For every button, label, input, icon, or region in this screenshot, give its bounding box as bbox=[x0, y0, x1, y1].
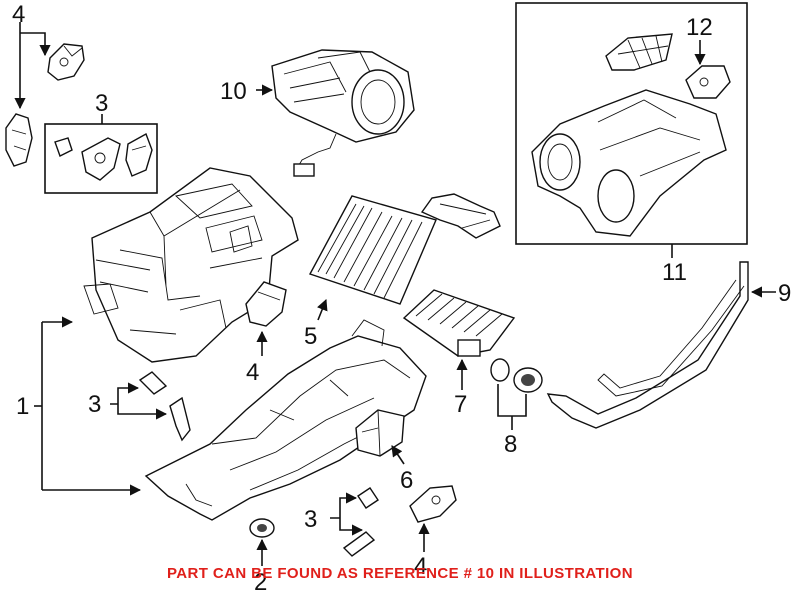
reference-note: PART CAN BE FOUND AS REFERENCE # 10 IN I… bbox=[167, 565, 633, 582]
callout-6: 6 bbox=[400, 467, 413, 494]
clip-part-left bbox=[5, 113, 33, 167]
leader-5 bbox=[317, 298, 328, 321]
seal-small bbox=[54, 137, 73, 157]
seals-part-8 bbox=[490, 358, 543, 393]
callout-10: 10 bbox=[220, 78, 247, 105]
sensor-part-12 bbox=[685, 65, 731, 99]
callout-8: 8 bbox=[504, 431, 517, 458]
callout-12: 12 bbox=[686, 14, 713, 41]
leader-3-middle-a bbox=[110, 388, 138, 405]
hvac-housing-upper bbox=[83, 167, 299, 363]
clip-part-4-bottom bbox=[409, 485, 457, 523]
callout-9: 9 bbox=[778, 280, 791, 307]
clip-part-upper bbox=[47, 43, 85, 81]
callout-4-middle: 4 bbox=[246, 359, 259, 386]
core-part-7 bbox=[402, 289, 516, 357]
callout-4-bottom: 4 bbox=[414, 553, 427, 580]
callout-1: 1 bbox=[16, 393, 29, 420]
leader-1-top bbox=[41, 322, 72, 490]
leader-6 bbox=[391, 445, 405, 465]
leader-3-bottom-a bbox=[330, 498, 356, 519]
leader-8 bbox=[497, 384, 527, 430]
blower-motor-part-10 bbox=[271, 49, 415, 177]
actuator-part-6 bbox=[355, 409, 405, 457]
leader-3-bottom-b bbox=[339, 518, 364, 536]
filter-panel bbox=[605, 33, 673, 71]
callout-4-top: 4 bbox=[12, 1, 25, 28]
callout-3-middle: 3 bbox=[88, 391, 101, 418]
seal-bracket bbox=[125, 132, 153, 177]
seal-ring-part-2 bbox=[249, 518, 275, 538]
clip-part-4-middle bbox=[245, 281, 287, 327]
part-3-box-group bbox=[44, 114, 158, 194]
evaporator-housing bbox=[531, 89, 727, 237]
callout-5: 5 bbox=[304, 323, 317, 350]
part-11-box-group bbox=[515, 2, 748, 258]
seal-key bbox=[81, 137, 121, 181]
callout-11: 11 bbox=[662, 259, 687, 286]
callout-3-bottom: 3 bbox=[304, 506, 317, 533]
part-4-top-group bbox=[5, 22, 85, 167]
heater-core-part-5 bbox=[308, 193, 501, 305]
callout-2: 2 bbox=[254, 569, 267, 592]
callout-7: 7 bbox=[454, 391, 467, 418]
leader-3-middle-b bbox=[117, 404, 168, 420]
hvac-housing-lower bbox=[144, 319, 427, 521]
part-3-middle-group bbox=[138, 371, 191, 442]
callout-3-top: 3 bbox=[95, 90, 108, 117]
pipes-part-9 bbox=[546, 261, 749, 429]
